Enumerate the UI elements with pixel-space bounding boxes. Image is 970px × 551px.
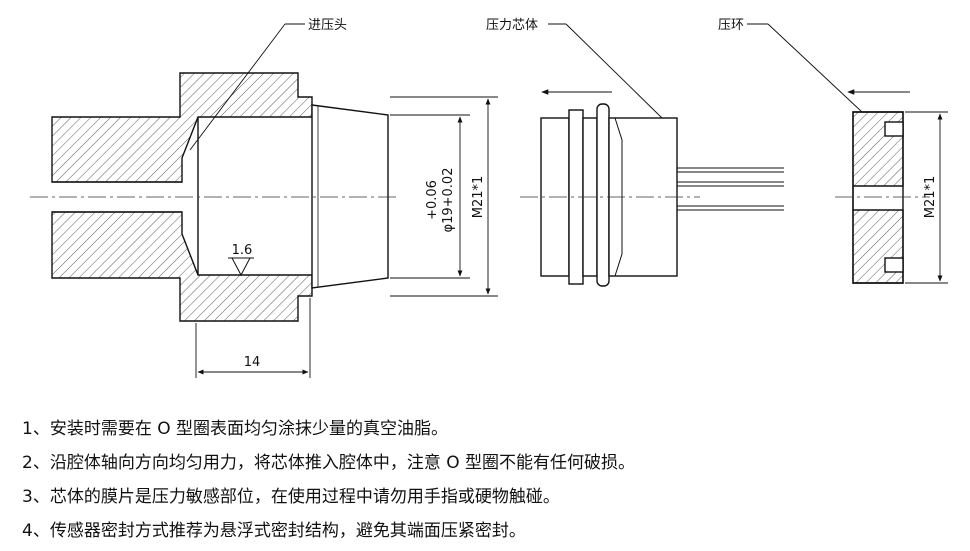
sensor-core bbox=[540, 103, 678, 287]
label-press-ring: 压环 bbox=[718, 18, 744, 33]
diameter-label: φ19+0.02 bbox=[441, 168, 456, 233]
note-1: 1、安装时需要在 O 型圈表面均匀涂抹少量的真空油脂。 bbox=[22, 419, 449, 439]
installation-drawing: +0.06 φ19+0.02 M21*1 14 1.6 进压头 bbox=[30, 18, 948, 378]
inlet-head bbox=[51, 72, 389, 322]
installation-notes: 1、安装时需要在 O 型圈表面均匀涂抹少量的真空油脂。 2、沿腔体轴向方向均匀用… bbox=[22, 412, 962, 548]
inlet-head-section-bottom bbox=[51, 211, 313, 322]
ring-thread-dimension bbox=[905, 111, 948, 284]
label-sensor-core: 压力芯体 bbox=[486, 18, 538, 33]
press-ring-slot-bottom bbox=[884, 257, 904, 273]
thread-ring-label: M21*1 bbox=[923, 176, 938, 219]
core-lead-wires bbox=[677, 167, 784, 211]
roughness-symbol bbox=[228, 257, 254, 277]
press-ring bbox=[852, 111, 904, 284]
roughness-label: 1.6 bbox=[232, 243, 253, 258]
diameter-dimension bbox=[390, 96, 498, 297]
diameter-tolerance-label: +0.06 bbox=[425, 180, 440, 220]
leader-sensor-core bbox=[548, 23, 663, 119]
thread-head-label: M21*1 bbox=[471, 176, 486, 219]
length-label: 14 bbox=[244, 355, 261, 370]
core-oring bbox=[596, 103, 610, 287]
inlet-head-section-top bbox=[51, 72, 313, 183]
note-3: 3、芯体的膜片是压力敏感部位，在使用过程中请勿用手指或硬物触碰。 bbox=[22, 487, 560, 507]
leader-press-ring bbox=[747, 23, 863, 113]
note-2: 2、沿腔体轴向方向均匀用力，将芯体推入腔体中，注意 O 型圈不能有任何破损。 bbox=[22, 453, 636, 473]
leader-inlet-head bbox=[189, 23, 305, 151]
press-ring-slot-top bbox=[884, 121, 904, 137]
label-inlet-head: 进压头 bbox=[308, 18, 347, 33]
length-dimension bbox=[195, 298, 311, 378]
thread-tube bbox=[311, 104, 389, 289]
note-4: 4、传感器密封方式推荐为悬浮式密封结构，避免其端面压紧密封。 bbox=[22, 521, 526, 541]
